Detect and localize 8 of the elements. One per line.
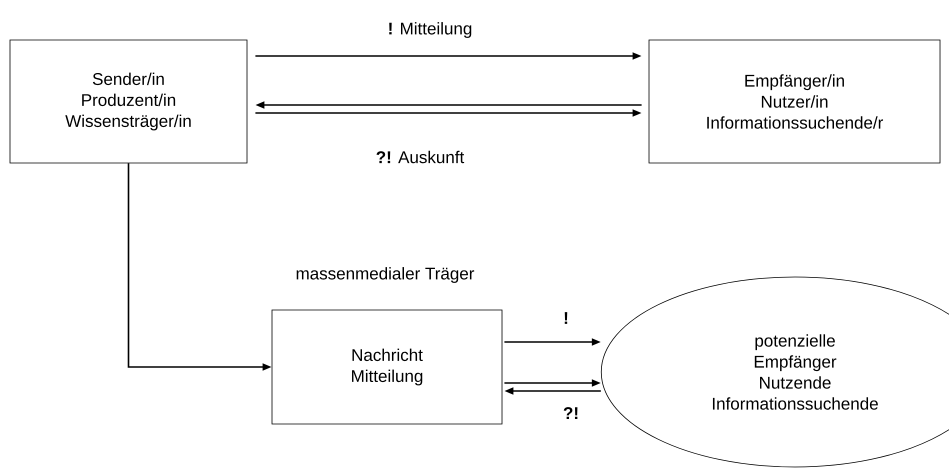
process-box: Nachricht Mitteilung (272, 310, 502, 424)
node-caption: massenmedialer Träger (296, 267, 474, 283)
process-box: Empfänger/in Nutzer/in Informationssuchende/r (648, 40, 940, 164)
edge-label: ! (562, 311, 570, 325)
edge-label: ?! Auskunft (374, 150, 466, 164)
process-box: Sender/in Produzent/in Wissensträger/in (10, 40, 248, 164)
edge-label: ?! (562, 406, 580, 420)
edge-label: ! Mitteilung (386, 21, 474, 39)
